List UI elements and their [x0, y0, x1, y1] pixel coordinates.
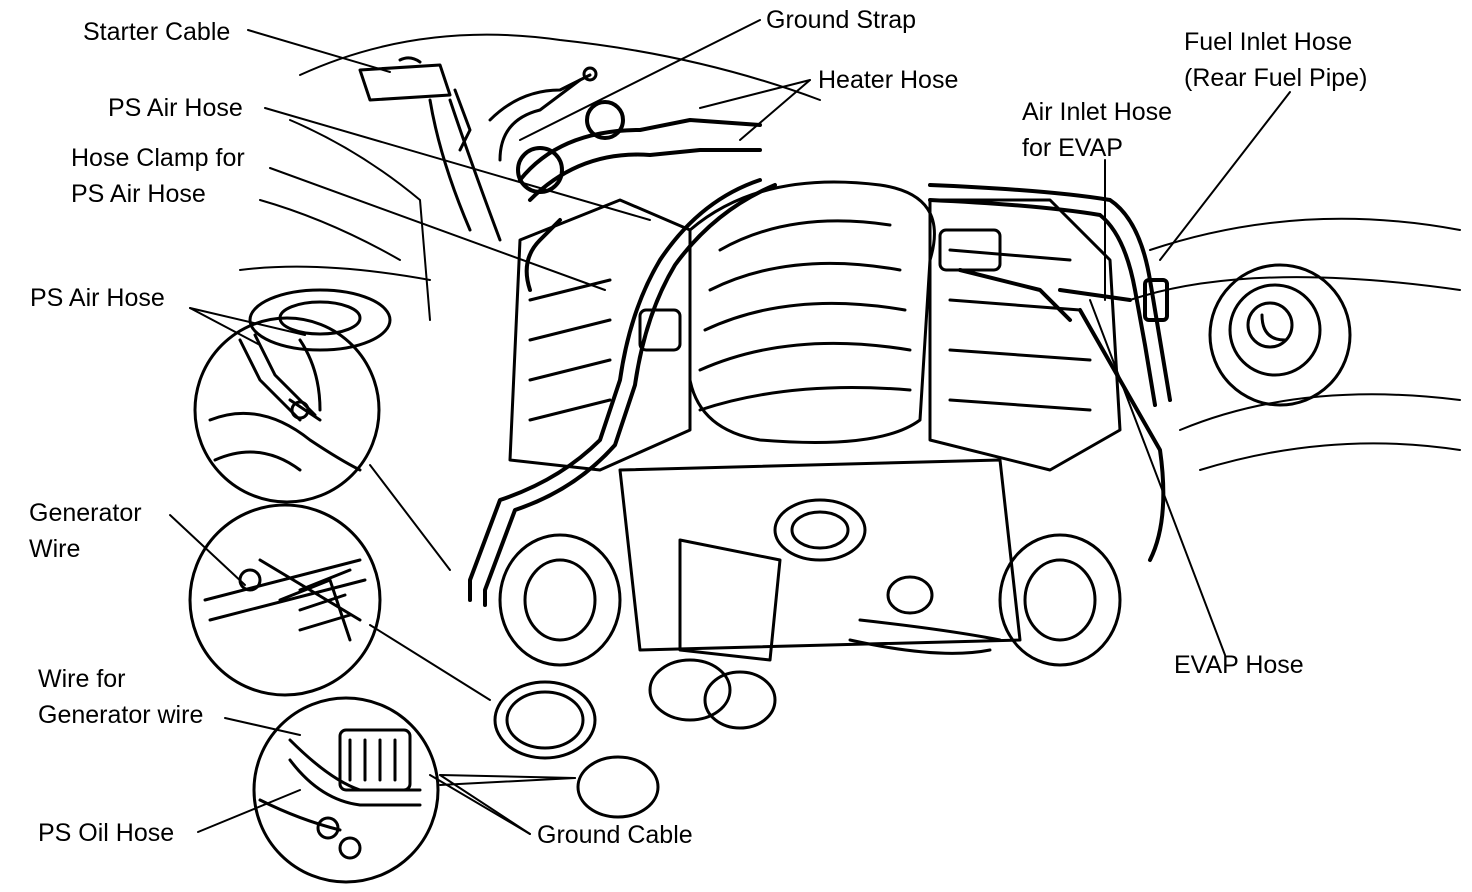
- heater-hose-drawing: [516, 100, 762, 292]
- label-heater-hose: Heater Hose: [818, 66, 959, 94]
- right-cylinder-head: [928, 198, 1122, 472]
- intake-plenum: [688, 180, 936, 444]
- ground-strap-drawing: [488, 66, 598, 162]
- label-air-inlet-hose-evap: Air Inlet Hose for EVAP: [1022, 98, 1173, 162]
- label-ground-cable: Ground Cable: [537, 821, 693, 849]
- detail-circle-ps-oil: [252, 696, 440, 884]
- front-pulleys: [498, 458, 1122, 730]
- detail-circle-generator: [188, 503, 382, 697]
- fuel-evap-hoses: [928, 183, 1172, 562]
- body-outline: [239, 33, 1461, 471]
- detail-circle-ps-air-hose: [193, 316, 381, 504]
- label-generator-wire: Generator Wire: [29, 499, 142, 563]
- starter-cable-drawing: [358, 56, 502, 242]
- left-cylinder-head: [508, 198, 692, 472]
- leader-lines: [169, 19, 1291, 835]
- label-wire-for-generator-wire: Wire for Generator wire: [38, 665, 204, 729]
- ps-air-hose-drawing: [468, 178, 777, 607]
- wheel-hub: [1208, 263, 1352, 407]
- label-ps-oil-hose: PS Oil Hose: [38, 819, 175, 847]
- label-evap-hose: EVAP Hose: [1174, 651, 1304, 679]
- label-ground-strap: Ground Strap: [766, 6, 917, 34]
- label-hose-clamp: Hose Clamp for PS Air Hose: [71, 144, 245, 208]
- label-ps-air-hose-top: PS Air Hose: [108, 94, 243, 122]
- idler-pulleys: [493, 680, 660, 819]
- label-ps-air-hose-detail: PS Air Hose: [30, 284, 165, 312]
- label-fuel-inlet-hose: Fuel Inlet Hose (Rear Fuel Pipe): [1184, 28, 1368, 92]
- label-starter-cable: Starter Cable: [83, 18, 231, 46]
